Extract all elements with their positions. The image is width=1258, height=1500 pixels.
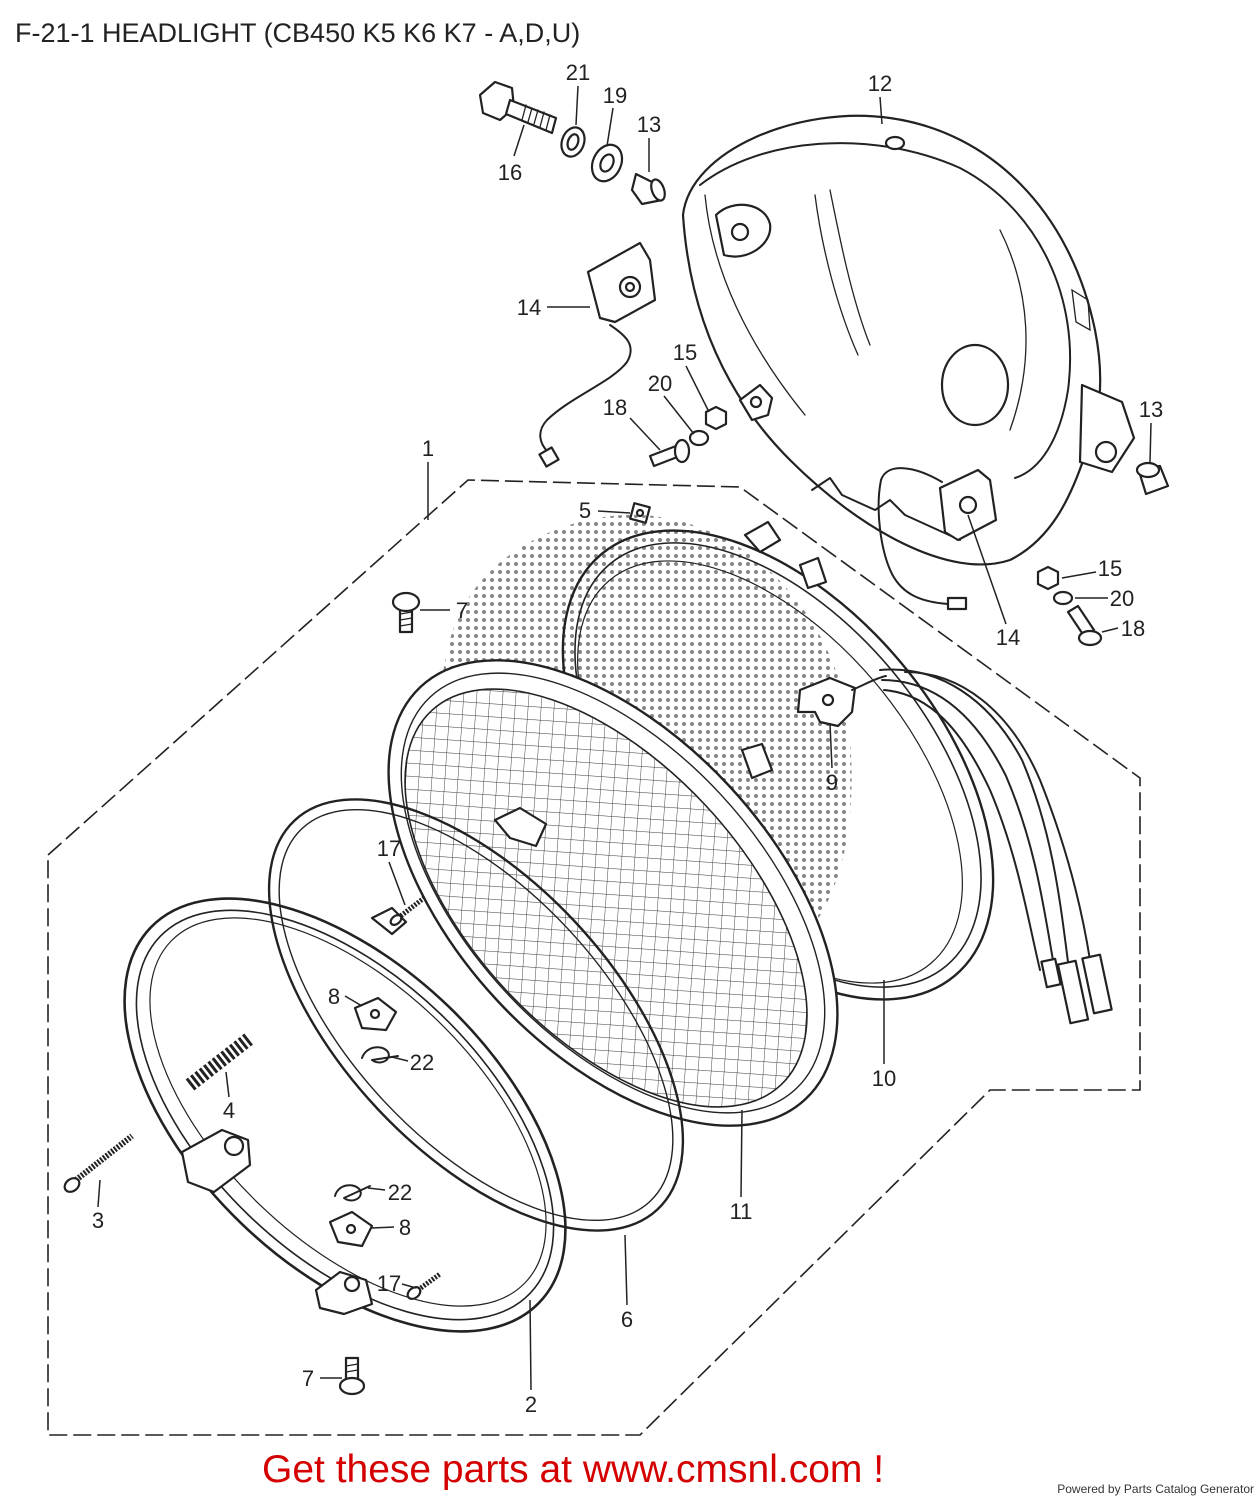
callout-label: 17	[377, 1271, 401, 1296]
spring-clip-upper	[353, 996, 398, 1032]
callout-label: 12	[868, 71, 892, 96]
washer-lower	[1052, 590, 1074, 606]
mounting-bracket-lower	[877, 467, 998, 611]
callout-label: 9	[826, 770, 838, 795]
nut-upper	[704, 405, 728, 431]
callout-label: 6	[621, 1307, 633, 1332]
callout-label: 8	[328, 984, 340, 1009]
leader-lines	[97, 85, 1152, 1391]
callout-label: 7	[456, 598, 468, 623]
wire-clip-lower	[334, 1184, 371, 1202]
adjusting-spring	[185, 1032, 255, 1091]
adjusting-screw-long	[63, 1133, 134, 1193]
callout-label: 2	[525, 1392, 537, 1417]
callout-label: 14	[996, 625, 1020, 650]
callout-label: 20	[1110, 586, 1134, 611]
footer-call-to-action: Get these parts at www.cmsnl.com !	[262, 1448, 885, 1491]
callout-label: 20	[648, 371, 672, 396]
small-screw-upper	[389, 896, 426, 926]
nut-lower	[1036, 565, 1060, 591]
callout-label: 21	[566, 60, 590, 85]
callout-label: 19	[603, 83, 627, 108]
powered-by-credit: Powered by Parts Catalog Generator	[1057, 1482, 1254, 1496]
washer-upper	[688, 429, 710, 447]
callout-label: 4	[223, 1098, 235, 1123]
flat-washer	[590, 143, 624, 183]
sealed-beam-unit	[387, 659, 839, 1127]
small-screw-lower	[406, 1271, 442, 1300]
callout-label: 16	[498, 160, 522, 185]
mounting-bracket-upper	[538, 241, 657, 468]
headlight-case	[681, 114, 1136, 566]
adjusting-screw-upper	[391, 591, 421, 634]
callout-label: 8	[399, 1215, 411, 1240]
headlight-wiring	[879, 668, 1091, 971]
callout-label: 22	[388, 1180, 412, 1205]
callout-label: 22	[410, 1050, 434, 1075]
spring-washer	[560, 126, 586, 158]
callout-label: 10	[872, 1066, 896, 1091]
collar-right	[1135, 461, 1170, 496]
callout-label: 15	[1098, 556, 1122, 581]
callout-label: 1	[422, 436, 434, 461]
assembly-outline	[47, 479, 1141, 1436]
screw-lower	[1066, 604, 1103, 647]
callout-label: 3	[92, 1208, 104, 1233]
screw-upper	[648, 438, 691, 468]
callout-label: 15	[673, 340, 697, 365]
bolt	[478, 80, 558, 135]
callout-labels: 21 19 13 12 16 14 15 20 18 13 1 5 7 15 2…	[92, 60, 1163, 1417]
callout-label: 11	[730, 1199, 753, 1224]
headlight-rim	[123, 897, 567, 1333]
callout-label: 13	[1139, 397, 1163, 422]
callout-label: 17	[377, 836, 401, 861]
callout-label: 14	[517, 295, 541, 320]
callout-label: 5	[579, 498, 591, 523]
callout-label: 18	[1121, 616, 1145, 641]
wire-connectors	[1040, 953, 1113, 1025]
callout-label: 7	[302, 1366, 314, 1391]
bulb-socket	[796, 675, 887, 728]
callout-label: 13	[637, 112, 661, 137]
callout-label: 18	[603, 395, 627, 420]
adjusting-screw-lower	[338, 1356, 366, 1396]
wire-clip-upper	[361, 1046, 399, 1064]
diagram-title: F-21-1 HEADLIGHT (CB450 K5 K6 K7 - A,D,U…	[15, 18, 581, 48]
spring-clip-lower	[328, 1210, 374, 1248]
collar	[630, 172, 666, 206]
